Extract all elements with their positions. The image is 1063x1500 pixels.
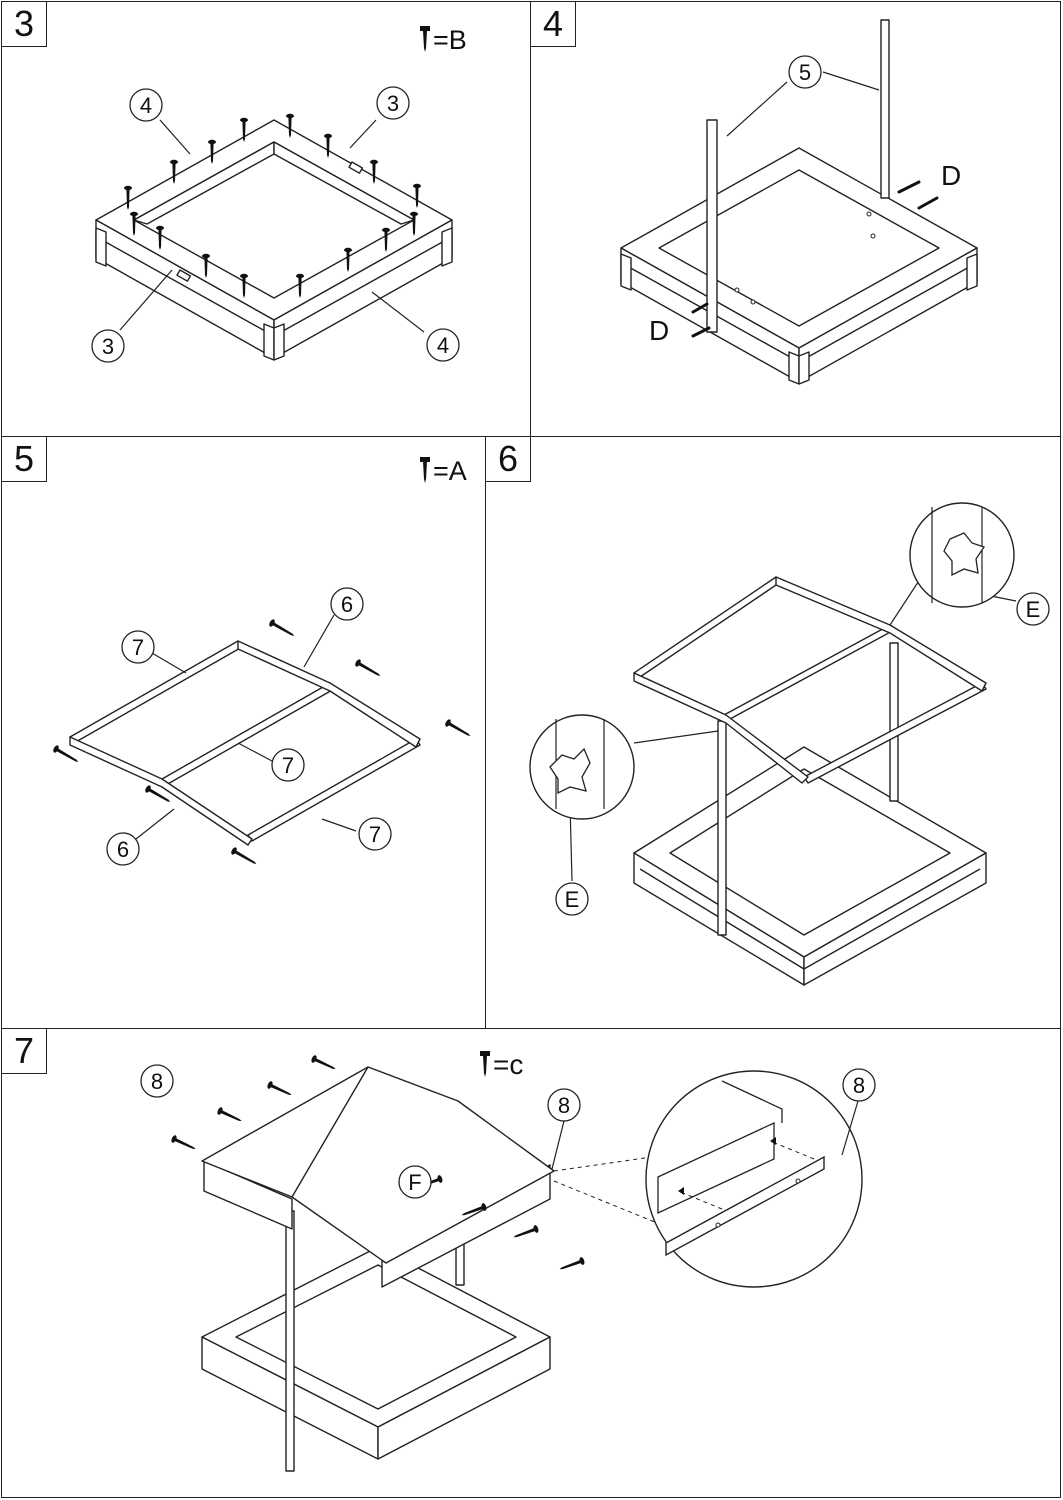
step-3-callout-board-4-front: 4 — [437, 333, 449, 358]
step-7-screw-legend: =c — [480, 1051, 523, 1079]
screw-icon — [286, 113, 294, 138]
step-5-callout-gable-6-b: 6 — [117, 837, 129, 862]
step-5-callout-rail-7-b: 7 — [282, 753, 294, 778]
screw-icon — [296, 273, 304, 298]
screw-icon — [382, 227, 390, 252]
screw-icon — [269, 619, 295, 636]
screw-icon — [480, 1051, 490, 1077]
screw-icon — [240, 273, 248, 298]
screw-icon — [311, 1055, 336, 1070]
step-5-panel: 5 =A — [1, 436, 487, 1030]
step-6-detail-knob-left — [529, 714, 635, 820]
step-5-screw-code: =A — [433, 456, 467, 486]
screw-icon — [410, 211, 418, 236]
step-6-callout-knob-e-left: E — [565, 887, 580, 912]
screw-icon — [513, 1225, 539, 1238]
screw-icon — [156, 225, 164, 250]
screw-icon — [124, 185, 132, 210]
step-7-screw-code: =c — [493, 1049, 524, 1080]
step-3-screw-legend: =B — [420, 26, 467, 54]
step-6-number: 6 — [486, 437, 531, 482]
step-3-callout-board-4: 4 — [140, 93, 152, 118]
screw-icon — [53, 745, 79, 762]
step-5-callout-rail-7-a: 7 — [132, 635, 144, 660]
screw-icon — [170, 159, 178, 184]
step-4-number: 4 — [531, 2, 576, 47]
screw-icon — [344, 247, 352, 272]
screw-icon — [420, 26, 430, 52]
screw-icon — [231, 847, 257, 864]
screw-icon — [355, 659, 381, 676]
step-3-number: 3 — [2, 2, 47, 47]
step-5-callout-rail-7-c: 7 — [369, 822, 381, 847]
screw-icon — [413, 183, 421, 208]
step-7-callout-panel-f: F — [408, 1170, 421, 1195]
screw-icon — [445, 719, 471, 736]
screw-icon — [240, 117, 248, 142]
step-5-screws — [53, 619, 471, 864]
step-3-panel: 3 =B — [1, 1, 531, 438]
step-7-roof-panel-diagram: 8 8 8 F — [140, 1055, 876, 1472]
step-5-screw-legend: =A — [420, 457, 467, 485]
screw-icon — [202, 253, 210, 278]
step-7-callout-trim-8-detail: 8 — [853, 1073, 865, 1098]
step-7-trim-detail — [645, 1070, 863, 1288]
step-4-callout-post-5: 5 — [799, 60, 811, 85]
step-3-callout-board-3: 3 — [387, 91, 399, 116]
step-7-panel: 7 =c — [1, 1028, 1061, 1498]
screw-icon — [267, 1081, 292, 1096]
step-6-roof-mounting-diagram: E E — [529, 502, 1050, 986]
screw-icon — [217, 1107, 242, 1122]
step-3-callout-board-3-front: 3 — [102, 334, 114, 359]
step-4-label-d-bottom: D — [649, 315, 669, 346]
step-3-screw-code: =B — [433, 25, 467, 55]
screw-icon — [420, 457, 430, 483]
screw-icon — [145, 785, 171, 802]
step-3-screws — [124, 113, 421, 298]
step-5-roof-frame-diagram: 7 6 7 6 7 — [53, 587, 471, 866]
screw-icon — [208, 139, 216, 164]
step-6-callout-knob-e-right: E — [1026, 597, 1041, 622]
screw-icon — [171, 1135, 196, 1150]
screw-icon — [324, 133, 332, 158]
step-7-callout-trim-8-right: 8 — [558, 1093, 570, 1118]
step-7-screws — [171, 1055, 585, 1270]
step-4-frame-with-posts-diagram: 5 D D — [620, 19, 978, 385]
step-4-panel: 4 — [530, 1, 1061, 438]
step-5-number: 5 — [2, 437, 47, 482]
screw-icon — [130, 211, 138, 236]
step-6-panel: 6 — [485, 436, 1061, 1030]
step-3-frame-diagram: 4 3 3 4 — [91, 86, 460, 363]
screw-icon — [559, 1257, 585, 1270]
screw-icon — [370, 159, 378, 184]
step-5-callout-gable-6-a: 6 — [341, 592, 353, 617]
step-6-detail-knob-right — [909, 502, 1015, 608]
screw-icon — [461, 1203, 487, 1216]
step-7-callout-trim-8-left: 8 — [151, 1069, 163, 1094]
step-7-number: 7 — [2, 1029, 47, 1074]
step-4-label-d-top: D — [941, 160, 961, 191]
